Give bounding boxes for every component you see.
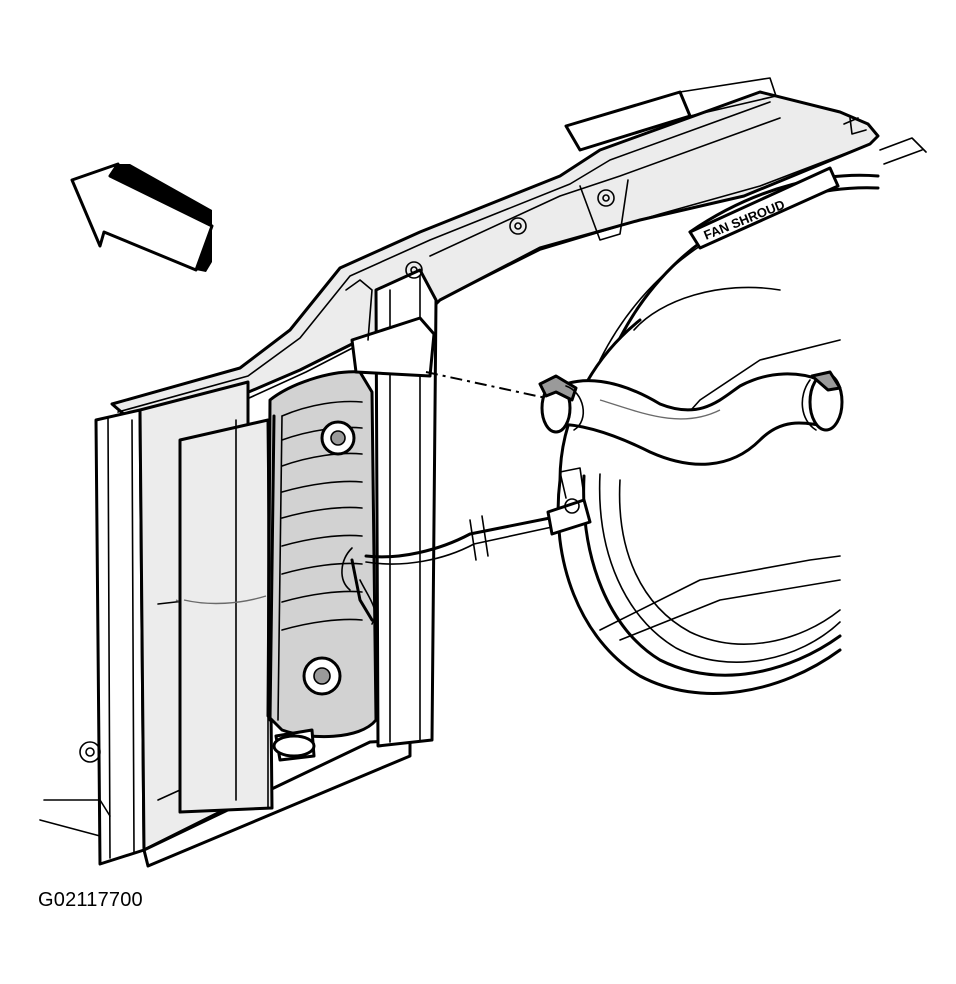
radiator-hose (538, 370, 844, 466)
radiator-bracket (345, 179, 629, 748)
radiator-core-support (110, 77, 880, 430)
leader-line (425, 371, 547, 399)
figure-id-label: G02117700 (38, 889, 143, 911)
coolant-reservoir (266, 370, 378, 762)
wiring-harness (341, 467, 592, 625)
front-direction-arrow (70, 162, 214, 272)
condenser-area (178, 418, 274, 814)
